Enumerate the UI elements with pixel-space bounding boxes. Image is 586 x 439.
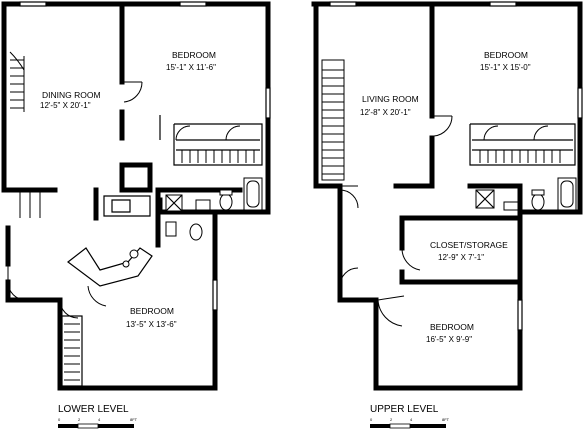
lower-bedroom2-closet-hanging — [64, 323, 80, 381]
lower-kitchen-counter — [103, 195, 151, 217]
lower-bedroom2-closet — [61, 315, 83, 387]
upper-room-dims-bedroom2: 16'-5" X 9'-9" — [426, 335, 472, 344]
lower-toilet — [219, 193, 233, 211]
lower-sink — [195, 199, 211, 211]
upper-bath-wall — [467, 183, 523, 215]
upper-scale-bar: 0 2 4 8FT — [370, 417, 450, 429]
upper-room-dims-bedroom1: 15'-1" X 15'-0" — [480, 63, 531, 72]
lower-bedroom2-door-arc — [87, 285, 107, 307]
upper-closet-door — [483, 125, 549, 141]
upper-scale-tick: 4 — [410, 417, 413, 422]
upper-interior-wall — [393, 1, 435, 189]
upper-bedroom-door — [432, 115, 453, 137]
upper-bathtub-basin — [560, 180, 574, 208]
upper-toilet — [531, 193, 545, 211]
upper-room-name-living: LIVING ROOM — [362, 94, 419, 104]
lower-stair — [9, 51, 25, 112]
upper-level-title: UPPER LEVEL — [370, 404, 439, 415]
upper-sink — [503, 201, 519, 211]
upper-scale-tick: 0 — [370, 417, 373, 422]
lower-closet-door — [175, 125, 241, 141]
lower-scale-tick: 8FT — [130, 417, 138, 422]
lower-kitchen-island — [67, 247, 153, 287]
upper-closet-hanging — [479, 150, 561, 163]
lower-room-dims-dining: 12'-5" X 20'-1" — [40, 101, 91, 110]
upper-room-dims-storage: 12'-9" X 7'-1" — [438, 253, 484, 262]
lower-entry-door — [7, 264, 27, 301]
upper-closet-shelf — [472, 139, 573, 151]
lower-scale-tick: 2 — [78, 417, 81, 422]
upper-shower-x — [475, 189, 495, 209]
upper-closet-wall — [469, 123, 576, 166]
lower-toilet-2 — [189, 223, 203, 241]
lower-kitchen-stool — [122, 260, 130, 268]
upper-balcony-door — [339, 185, 359, 209]
upper-bedroom2-door — [377, 295, 405, 327]
lower-closet-shelf — [176, 139, 260, 151]
upper-stair — [321, 59, 345, 181]
lower-level-title: LOWER LEVEL — [58, 404, 129, 415]
upper-storage-door — [401, 247, 421, 271]
lower-bathtub-basin — [246, 180, 260, 208]
lower-room-name-bedroom1: BEDROOM — [172, 50, 216, 60]
lower-scale-bar: 0 2 4 8FT — [58, 417, 138, 429]
lower-scale-tick: 0 — [58, 417, 61, 422]
upper-room-name-bedroom2: BEDROOM — [430, 322, 474, 332]
lower-shower-x — [165, 194, 183, 212]
lower-bedroom-door — [122, 81, 143, 103]
upper-room-name-storage: CLOSET/STORAGE — [430, 240, 508, 250]
lower-toilet-tank — [219, 189, 233, 196]
lower-closet-hanging — [181, 150, 255, 163]
lower-room-name-bedroom2: BEDROOM — [130, 306, 174, 316]
upper-level-plan: LIVING ROOM 12'-8" X 20'-1" BEDROOM 15'-… — [311, 1, 583, 429]
lower-scale-tick: 4 — [98, 417, 101, 422]
upper-toilet-tank — [531, 189, 545, 196]
lower-kitchen-wall — [93, 162, 161, 248]
lower-kitchen-stool — [129, 249, 139, 259]
upper-room-dims-living: 12'-8" X 20'-1" — [360, 108, 411, 117]
lower-bedroom2-door — [59, 299, 79, 319]
upper-exterior-walls — [311, 1, 583, 391]
upper-windows — [329, 1, 583, 331]
upper-room-name-bedroom1: BEDROOM — [484, 50, 528, 60]
lower-room-dims-bedroom1: 15'-1" X 11'-6" — [166, 63, 216, 72]
lower-french-door — [19, 192, 41, 218]
lower-level-plan: DINING ROOM 12'-5" X 20'-1" BEDROOM 15'-… — [1, 1, 271, 429]
upper-scale-tick: 8FT — [442, 417, 450, 422]
lower-room-dims-bedroom2: 13'-5" X 13'-6" — [126, 320, 177, 329]
lower-washer — [165, 221, 177, 237]
upper-storage-wall — [399, 215, 523, 285]
upper-scale-tick: 2 — [390, 417, 393, 422]
lower-closet-wall — [159, 115, 263, 166]
lower-room-name-dining: DINING ROOM — [42, 90, 101, 100]
upper-entry-door — [339, 267, 359, 300]
lower-windows — [19, 1, 271, 311]
